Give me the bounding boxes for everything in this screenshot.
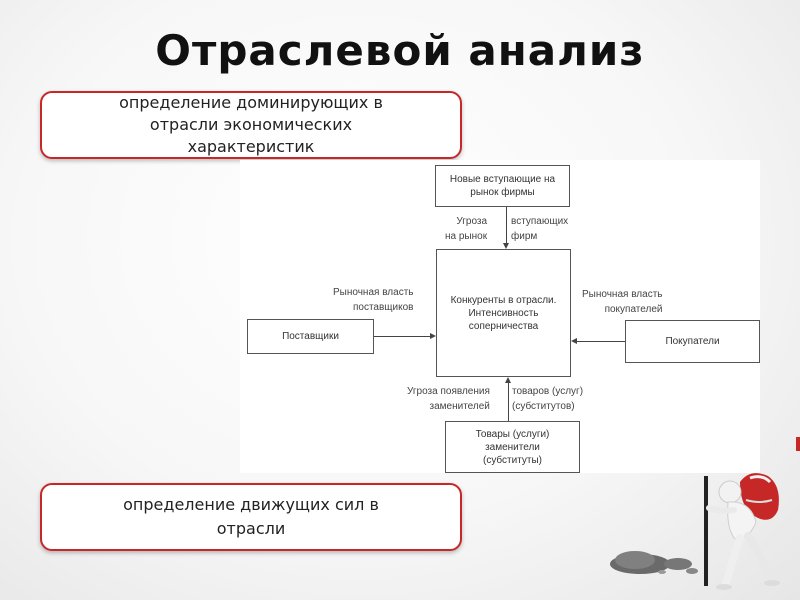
box-competitors: Конкуренты в отрасли. Интенсивность сопе…	[436, 249, 571, 377]
box-buyers: Покупатели	[625, 320, 760, 363]
box-competitors-line-1: Конкуренты в отрасли.	[450, 294, 557, 306]
box-competitors-line-3: соперничества	[468, 320, 539, 332]
callout-bottom-line-2: отрасли	[216, 519, 286, 538]
box-new-entrants: Новые вступающие на рынок фирмы	[435, 165, 570, 207]
label-threat-entry-left-1: Угроза	[456, 216, 488, 227]
box-substitutes-line-3: (субституты)	[482, 454, 542, 466]
callout-industry-characteristics: определение доминирующих в отрасли эконо…	[40, 91, 462, 159]
arrow-subst-line	[508, 383, 509, 421]
callout-top-line-2: отрасли экономических	[149, 115, 353, 134]
label-supplier-power: Рыночная власть поставщиков	[333, 285, 413, 315]
label-threat-subst-right-1: товаров (услуг)	[512, 386, 584, 397]
box-substitutes-line-2: заменители	[485, 441, 540, 453]
label-supplier-power-2: поставщиков	[352, 302, 414, 313]
label-buyer-power-2: покупателей	[604, 304, 663, 315]
label-threat-entry-left: Угроза на рынок	[445, 214, 487, 244]
label-threat-entry-left-2: на рынок	[445, 231, 488, 242]
label-threat-subst-left-1: Угроза появления	[407, 386, 490, 397]
label-threat-entry-right: вступающих фирм	[511, 214, 568, 244]
label-threat-subst-left: Угроза появления заменителей	[407, 384, 490, 414]
label-threat-subst-left-2: заменителей	[429, 401, 490, 412]
label-threat-entry-right-1: вступающих	[511, 216, 569, 227]
callout-bottom-line-1: определение движущих сил в	[123, 495, 379, 514]
arrow-entry-line	[506, 207, 507, 243]
page-title: Отраслевой анализ	[155, 26, 645, 75]
label-buyer-power: Рыночная власть покупателей	[582, 287, 662, 317]
label-supplier-power-1: Рыночная власть	[333, 287, 414, 298]
arrow-buyers-head	[571, 338, 577, 344]
label-buyer-power-1: Рыночная власть	[582, 289, 663, 300]
box-competitors-line-2: Интенсивность	[468, 307, 539, 319]
box-substitutes-line-1: Товары (услуги)	[475, 428, 550, 440]
arrow-suppliers-head	[430, 333, 436, 339]
label-threat-subst-right: товаров (услуг) (субститутов)	[512, 384, 583, 414]
callout-top-line-1: определение доминирующих в	[119, 93, 383, 112]
arrow-suppliers-line	[374, 336, 430, 337]
arrow-subst-head	[505, 377, 511, 383]
arrow-buyers-line	[577, 341, 625, 342]
box-substitutes: Товары (услуги) заменители (субституты)	[445, 421, 580, 473]
hiker-figure-illustration	[610, 473, 780, 590]
decor-red-bar	[796, 437, 800, 451]
label-threat-entry-right-2: фирм	[511, 231, 538, 242]
callout-driving-forces: определение движущих сил в отрасли	[40, 483, 462, 551]
callout-top-line-3: характеристик	[187, 137, 315, 156]
box-suppliers: Поставщики	[247, 319, 374, 354]
five-forces-diagram: Новые вступающие на рынок фирмы Конкурен…	[240, 160, 760, 473]
box-new-entrants-line-1: Новые вступающие на	[449, 174, 556, 185]
label-threat-subst-right-2: (субститутов)	[512, 401, 575, 412]
box-new-entrants-line-2: рынок фирмы	[470, 187, 535, 198]
arrow-entry-head	[503, 243, 509, 249]
